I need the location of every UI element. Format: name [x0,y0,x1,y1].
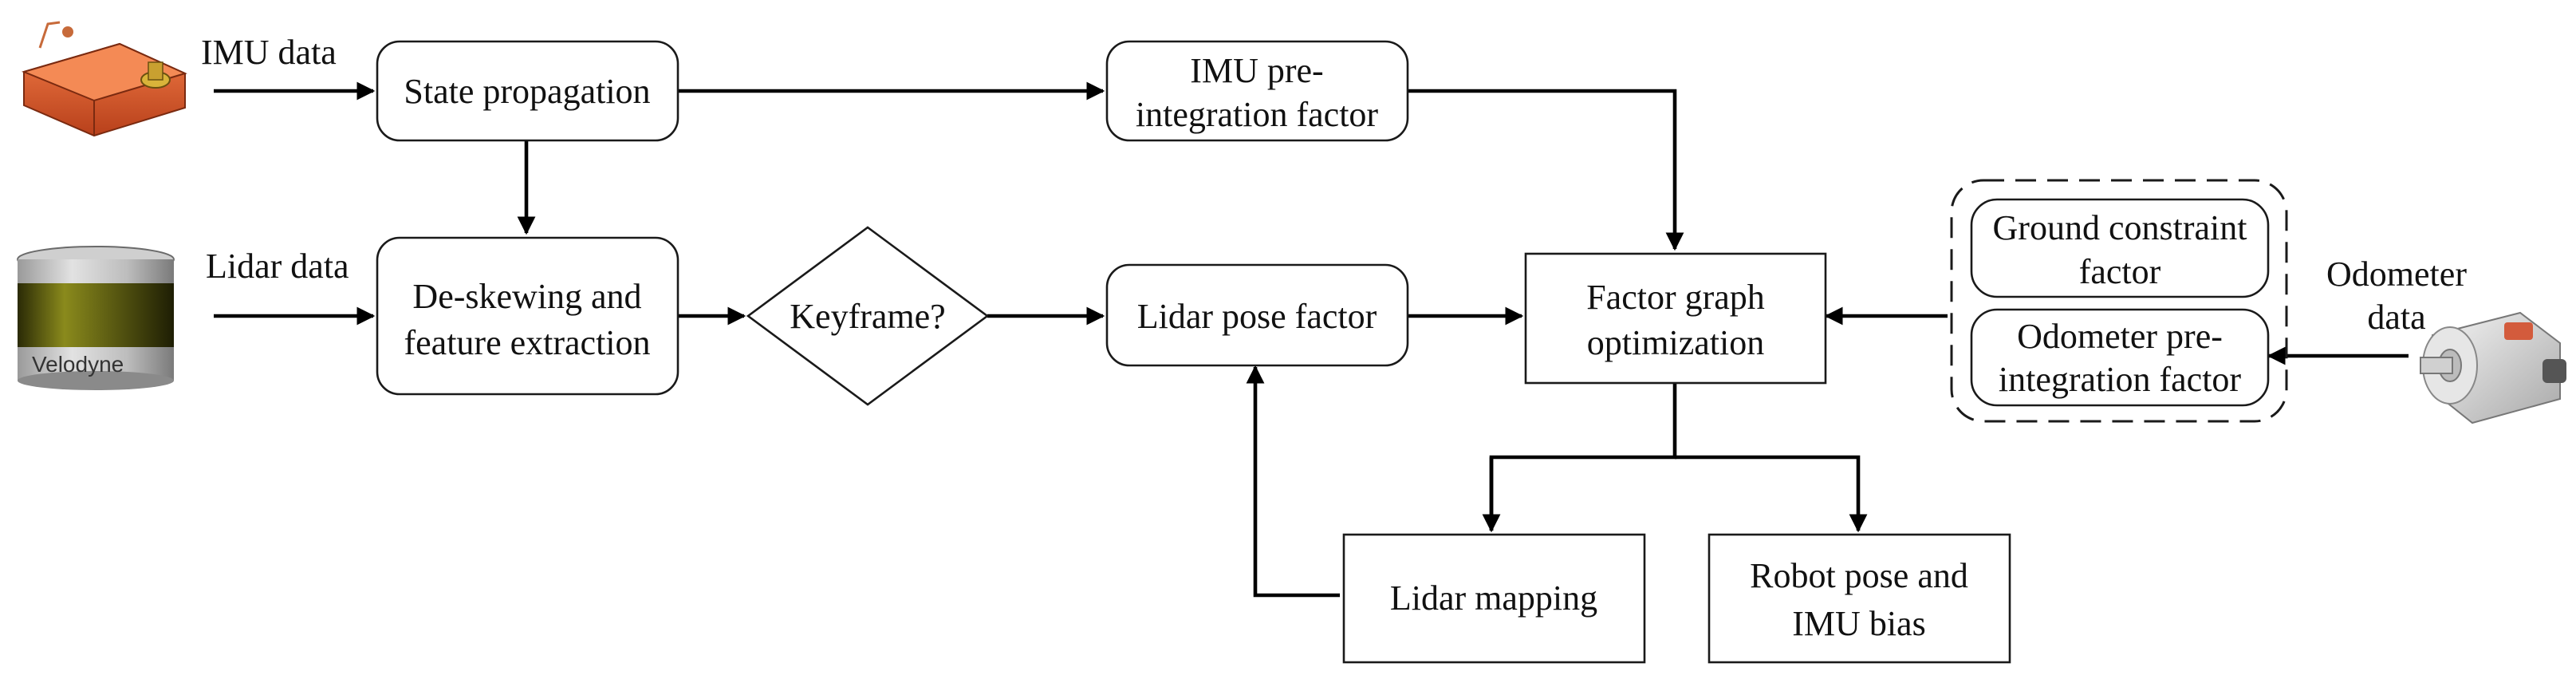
svg-text:IMU pre-: IMU pre- [1190,51,1323,90]
node-keyframe-decision: Keyframe? [746,226,990,406]
svg-text:integration factor: integration factor [1999,360,2242,399]
node-imu-preintegration: IMU pre- integration factor [1105,40,1409,142]
svg-text:Lidar mapping: Lidar mapping [1390,578,1597,618]
lidar-brand-label: Velodyne [32,352,124,377]
svg-text:De-skewing and: De-skewing and [412,277,641,316]
node-ground-constraint: Ground constraint factor [1970,198,2270,298]
odometer-device-icon [2420,311,2566,424]
node-lidar-mapping: Lidar mapping [1342,533,1646,664]
svg-text:Ground constraint: Ground constraint [1993,208,2247,247]
node-deskewing: De-skewing and feature extraction [376,236,679,396]
imu-data-label: IMU data [201,33,337,72]
constraint-group [1950,179,2288,423]
imu-device-icon [21,21,187,137]
node-state-propagation: State propagation [376,40,679,142]
svg-text:IMU bias: IMU bias [1792,604,1925,643]
svg-text:State propagation: State propagation [404,72,650,111]
edge-imu-preint-to-factor-graph [1408,89,1684,251]
svg-text:optimization: optimization [1587,323,1764,362]
svg-text:factor: factor [2079,252,2161,291]
svg-text:integration factor: integration factor [1136,95,1379,134]
svg-text:Lidar pose factor: Lidar pose factor [1137,297,1377,336]
svg-text:feature extraction: feature extraction [404,323,650,362]
svg-text:Keyframe?: Keyframe? [790,297,945,336]
lidar-device-icon: Velodyne [17,246,175,390]
edge-factor-graph-to-outputs [1489,383,1677,531]
svg-text:Robot pose and: Robot pose and [1750,556,1968,595]
odometer-data-label-line1: Odometer [2326,255,2467,294]
node-robot-pose-imu-bias: Robot pose and IMU bias [1707,533,2011,664]
svg-text:Odometer pre-: Odometer pre- [2017,317,2223,356]
node-lidar-pose-factor: Lidar pose factor [1105,263,1409,367]
odometer-data-label-line2: data [2367,298,2425,337]
edge-mapping-to-lidar-pose [1246,365,1340,598]
node-odometer-preintegration: Odometer pre- integration factor [1970,308,2270,407]
node-factor-graph: Factor graph optimization [1524,252,1827,385]
lidar-data-label: Lidar data [206,247,349,286]
svg-text:Factor graph: Factor graph [1586,278,1765,317]
connectors [214,81,2409,598]
